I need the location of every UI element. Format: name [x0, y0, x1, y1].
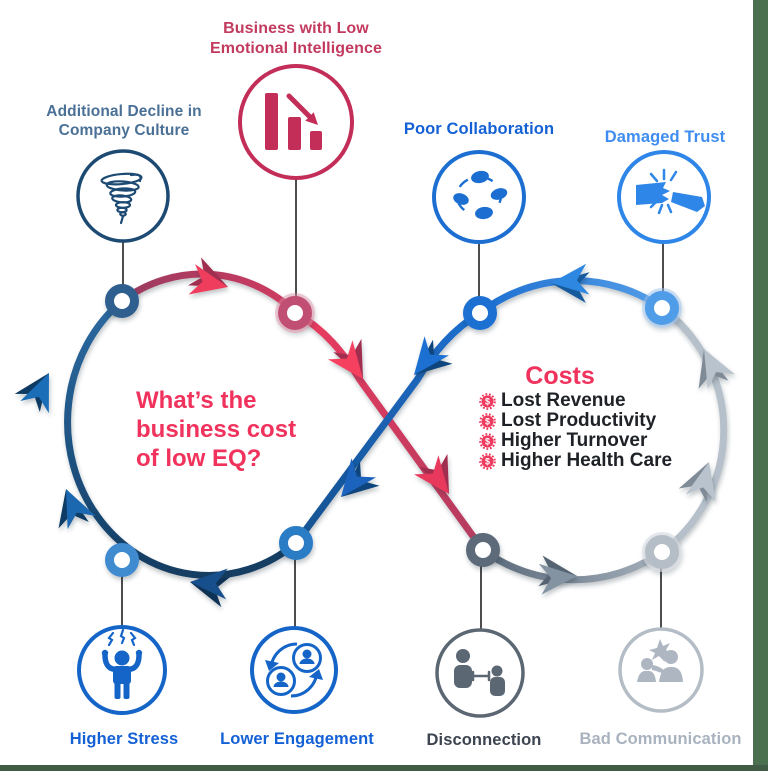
arrow-gray-bottom: [538, 555, 577, 595]
label-poor-collaboration: Poor Collaboration: [403, 120, 555, 138]
label-disconnection: Disconnection: [426, 731, 542, 749]
label-damaged-trust: Damaged Trust: [604, 128, 726, 146]
connector-lines: [121, 178, 664, 631]
people-cycle-icon: [250, 626, 338, 714]
arrow-navy-left-lower: [58, 489, 96, 530]
arrow-navy-left-upper: [14, 373, 49, 414]
arrow-red-cross-lower: [414, 453, 449, 494]
node-disconnection: [466, 533, 500, 567]
dollar-coin-icon: $: [479, 392, 496, 410]
cost-item-label: Higher Health Care: [501, 450, 673, 471]
svg-text:$: $: [485, 416, 490, 426]
arrow-red-cross-upper: [328, 338, 363, 379]
label-lower-engagement: Lower Engagement: [220, 730, 374, 748]
label-bad-communication: Bad Communication: [579, 730, 742, 748]
cost-item-label: Lost Revenue: [501, 390, 626, 411]
node-damaged-trust: [645, 291, 679, 325]
arguing-people-icon: [618, 627, 704, 713]
arrow-gray-right-upper: [698, 349, 736, 389]
dollar-coin-icon: $: [479, 432, 496, 450]
node-poor-collaboration: [463, 296, 497, 330]
loop-nodes: [105, 284, 682, 577]
svg-text:$: $: [485, 436, 490, 446]
cost-item: $ Lost Productivity: [479, 411, 672, 431]
cost-item-label: Lost Productivity: [501, 410, 657, 431]
arrow-blue-cross-lower: [341, 458, 380, 497]
node-lower-engagement: [279, 526, 313, 560]
node-business-low-eq: [278, 296, 312, 330]
broken-handshake-icon: [617, 150, 711, 244]
label-additional-decline: Additional Decline in Company Culture: [46, 103, 202, 139]
center-question: What’s the business cost of low EQ?: [136, 387, 297, 472]
node-additional-decline: [105, 284, 139, 318]
arrow-gray-right-lower: [678, 462, 716, 503]
page-edge-strip-bottom: [0, 765, 768, 771]
arrow-blue-cross-upper: [414, 336, 453, 375]
right-loop-right-gray-arc: [659, 305, 728, 555]
right-loop-bottom-gray-arc: [480, 547, 665, 584]
cost-item-label: Higher Turnover: [501, 430, 648, 451]
cost-item: $ Higher Health Care: [479, 451, 672, 471]
network-cycle-icon: [432, 150, 526, 244]
label-business-low-eq: Business with Low Emotional Intelligence: [209, 20, 382, 57]
tornado-icon: [76, 149, 170, 243]
svg-text:$: $: [485, 396, 490, 406]
costs-list: $ Lost Revenue $ Lost Productivity $ Hig…: [479, 391, 672, 471]
left-loop-navy-arc: [64, 298, 299, 579]
dollar-coin-icon: $: [479, 412, 496, 430]
flow-arrows: [14, 257, 736, 608]
disconnected-people-icon: [435, 628, 525, 718]
cost-item: $ Lost Revenue: [479, 391, 672, 411]
node-bad-communication: [645, 535, 679, 569]
arrow-navy-bottom: [190, 568, 230, 608]
costs-title: Costs: [525, 362, 595, 390]
cost-item: $ Higher Turnover: [479, 431, 672, 451]
node-higher-stress: [105, 543, 139, 577]
arrow-red-top: [187, 257, 228, 295]
declining-bar-chart-icon: [238, 64, 354, 180]
dollar-coin-icon: $: [479, 452, 496, 470]
arrow-blue-top-right-loop: [551, 263, 590, 303]
label-higher-stress: Higher Stress: [69, 730, 179, 748]
stressed-person-icon: [77, 625, 167, 715]
page-edge-strip-right: [753, 0, 768, 771]
svg-text:$: $: [485, 456, 490, 466]
